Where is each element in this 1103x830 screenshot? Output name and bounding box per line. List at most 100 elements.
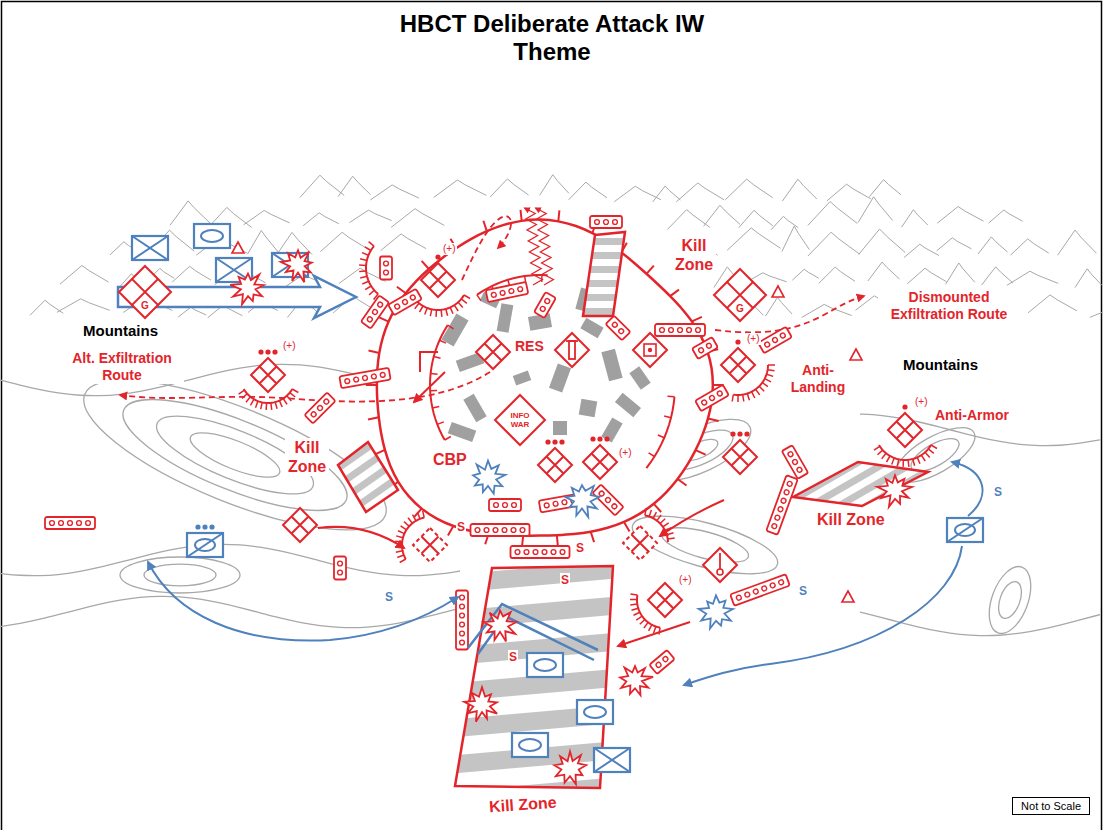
- fighting-position-tick: [743, 395, 744, 402]
- fighting-position-tick: [768, 364, 775, 366]
- observation-post: [842, 591, 854, 602]
- fighting-position-tick: [365, 247, 371, 251]
- mine-dot: [551, 550, 556, 555]
- unit-frame: [512, 733, 548, 757]
- fighting-position-tick: [649, 510, 651, 517]
- mine-dot: [323, 398, 330, 405]
- mine-dot: [796, 467, 803, 474]
- mine-dot: [669, 328, 674, 333]
- fighting-position-tick: [664, 416, 671, 418]
- mountain-ridge: [391, 209, 444, 228]
- mine-dot: [515, 550, 520, 555]
- mine-dot: [764, 341, 771, 348]
- minefield-box: [489, 499, 521, 511]
- mountain-ridge: [727, 228, 780, 250]
- reinforced-mark: (+): [282, 340, 297, 352]
- fighting-position-tick: [630, 599, 637, 601]
- jamming-signal: [536, 208, 554, 285]
- contour-line: [981, 561, 1039, 639]
- fighting-position-tick: [423, 511, 425, 518]
- fighting-position-tick: [464, 295, 470, 299]
- mountain-ridge: [614, 186, 661, 202]
- mine-dot: [77, 521, 82, 526]
- mine-dot: [344, 378, 350, 384]
- mountain-ridge: [937, 207, 983, 224]
- infantry-cross: [632, 535, 649, 552]
- fighting-position-tick: [663, 523, 669, 527]
- mine-dot: [698, 347, 705, 354]
- mine-dot: [771, 523, 777, 529]
- map-title: HBCT Deliberate Attack IW Theme: [396, 10, 708, 66]
- fighting-position-tick: [398, 531, 404, 534]
- fighting-position-tick: [667, 533, 674, 535]
- enemy-diamond: [476, 335, 510, 369]
- friendly-fires: [473, 461, 505, 494]
- mine-dot: [544, 503, 550, 509]
- echelon-dot: [737, 431, 742, 436]
- terrain-label: Mountains: [82, 322, 159, 340]
- infantry-cross: [132, 236, 168, 260]
- fighting-position-tick: [279, 401, 282, 407]
- echelon-dot: [435, 254, 440, 259]
- mine-dot: [338, 570, 343, 575]
- fighting-position-tick: [767, 374, 774, 376]
- kill-zone-label: Kill Zone: [285, 438, 329, 476]
- fighting-position-tick: [732, 395, 733, 402]
- minefield-symbol: [511, 546, 570, 558]
- echelon-dot: [730, 431, 735, 436]
- mountain-ridge: [490, 179, 528, 197]
- mine-dot: [544, 298, 551, 305]
- fighting-position-tick: [292, 389, 298, 393]
- minefield-box: [606, 316, 631, 341]
- fighting-position-tick: [917, 457, 920, 463]
- mountain-ridge: [946, 263, 975, 284]
- reinforced-mark: (+): [618, 447, 633, 459]
- friendly-unit: [194, 224, 230, 248]
- fighting-position-tick: [458, 302, 463, 307]
- fighting-position-tick: [897, 459, 899, 466]
- fighting-position-tick: [653, 512, 656, 518]
- fighting-position-tick: [362, 253, 369, 256]
- fighting-position-tick: [448, 325, 454, 329]
- enemy-diamond: [888, 413, 922, 447]
- friendly-unit: [512, 733, 548, 757]
- minefield-symbol: [45, 517, 95, 529]
- minefield-box: [766, 475, 797, 535]
- fighting-position-tick: [434, 357, 441, 359]
- unit-mark: [644, 344, 656, 356]
- enemy-diamond: [555, 333, 589, 367]
- observation-post: [850, 349, 862, 360]
- mountain-ridge: [30, 300, 63, 315]
- mountain-ridge: [819, 267, 855, 283]
- reinforced-mark: (+): [678, 574, 693, 586]
- fighting-position-tick: [649, 453, 655, 457]
- mine-dot: [512, 503, 517, 508]
- mine-dot: [595, 220, 600, 225]
- enemy-diamond: [723, 440, 757, 474]
- minefield-box: [339, 368, 390, 389]
- echelon-dot: [272, 349, 277, 354]
- perimeter-tick: [647, 266, 654, 274]
- fighting-position-tick: [632, 608, 639, 610]
- mine-dot: [539, 306, 546, 313]
- fighting-position-tick: [874, 446, 880, 450]
- minefield-symbol: [649, 650, 674, 674]
- mountain-ridge: [338, 176, 370, 196]
- fighting-position-tick: [640, 620, 645, 625]
- mine-dot: [500, 290, 506, 296]
- infantry-cross: [594, 748, 630, 772]
- mountain-ridge: [782, 179, 817, 201]
- fighting-position-tick: [360, 276, 367, 278]
- mine-dot: [394, 303, 401, 310]
- mountain-ridge: [982, 267, 1013, 285]
- fighting-position-tick: [762, 383, 768, 387]
- minefield-symbol: [758, 327, 792, 353]
- fighting-position-tick: [636, 616, 642, 620]
- mountain-ridge: [320, 232, 369, 251]
- enemy-unit: [476, 335, 510, 369]
- counterattack-arrow: [660, 500, 724, 536]
- mine-dot: [86, 521, 91, 526]
- mine-dot: [59, 521, 64, 526]
- fighting-position-tick: [913, 459, 915, 466]
- enemy-unit: [283, 508, 317, 542]
